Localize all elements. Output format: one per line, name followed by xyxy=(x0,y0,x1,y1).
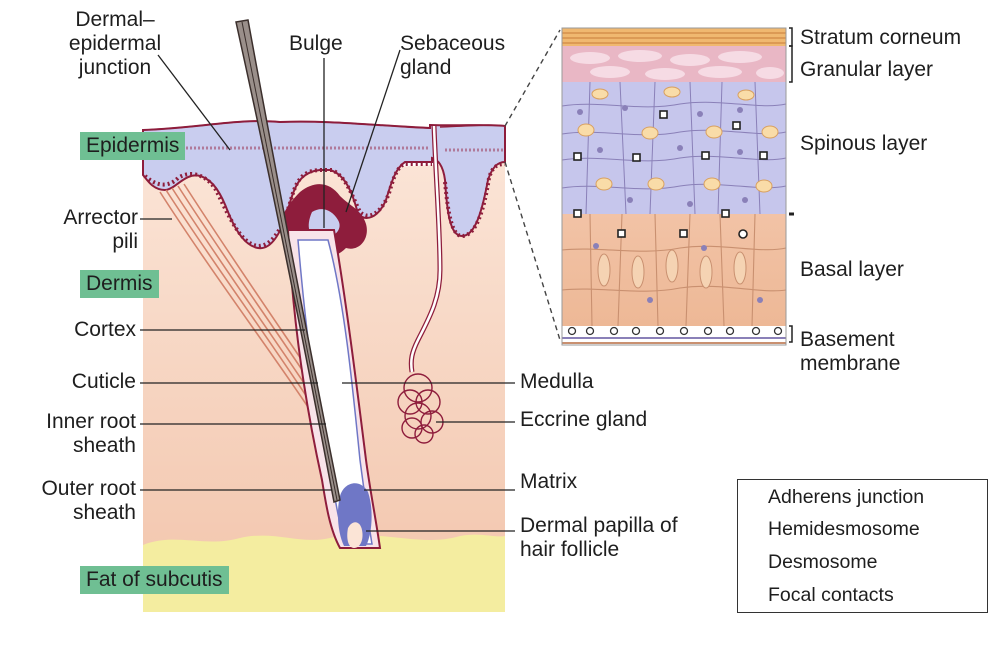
legend: Adherens junction Hemidesmosome Desmosom… xyxy=(737,479,988,613)
epidermis-magnified xyxy=(562,28,786,345)
label-inner-root-sheath: Inner root sheath xyxy=(10,410,136,458)
layer-brackets xyxy=(789,28,794,342)
zoom-lines xyxy=(505,30,560,340)
label-sebaceous-gland: Sebaceous gland xyxy=(400,32,505,80)
label-granular-layer: Granular layer xyxy=(800,58,933,82)
label-basal-layer: Basal layer xyxy=(800,258,904,282)
label-dermis: Dermis xyxy=(80,270,159,298)
legend-item-hemidesmosome: Hemidesmosome xyxy=(768,518,920,540)
legend-item-adherens-junction: Adherens junction xyxy=(768,486,924,508)
label-eccrine-gland: Eccrine gland xyxy=(520,408,647,432)
spinous-layer xyxy=(562,82,786,214)
legend-item-focal-contacts: Focal contacts xyxy=(768,584,894,606)
label-spinous-layer: Spinous layer xyxy=(800,132,927,156)
label-dermal-papilla: Dermal papilla of hair follicle xyxy=(520,514,678,562)
dermal-papilla xyxy=(347,522,362,548)
label-matrix: Matrix xyxy=(520,470,577,494)
label-basement-membrane: Basement membrane xyxy=(800,328,900,376)
label-cortex: Cortex xyxy=(20,318,136,342)
label-cuticle: Cuticle xyxy=(20,370,136,394)
label-outer-root-sheath: Outer root sheath xyxy=(10,477,136,525)
label-bulge: Bulge xyxy=(289,32,343,56)
label-dermal-epidermal-junction: Dermal– epidermal junction xyxy=(55,8,175,80)
label-medulla: Medulla xyxy=(520,370,594,394)
label-arrector-pili: Arrector pili xyxy=(20,206,138,254)
label-epidermis: Epidermis xyxy=(80,132,185,160)
label-stratum-corneum: Stratum corneum xyxy=(800,26,961,50)
basement-membrane-layer xyxy=(562,326,786,342)
label-fat-of-subcutis: Fat of subcutis xyxy=(80,566,229,594)
legend-item-desmosome: Desmosome xyxy=(768,551,877,573)
